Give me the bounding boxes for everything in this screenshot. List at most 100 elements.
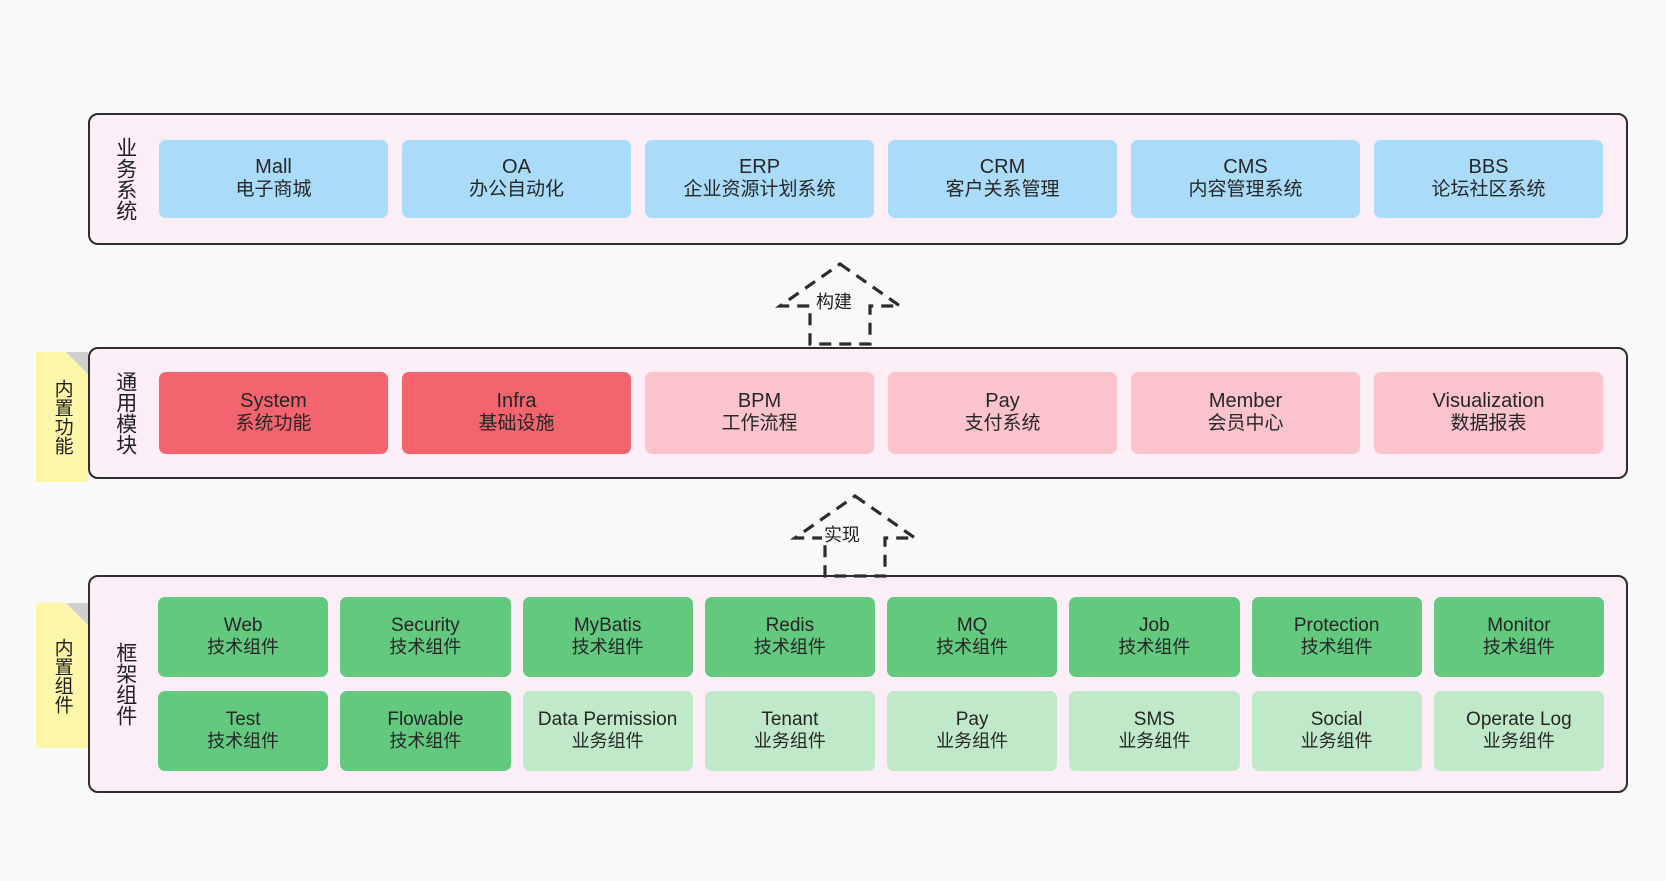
card-desc: 业务组件	[1482, 731, 1555, 752]
card-col: MQ 技术组件 Pay 业务组件	[881, 589, 1063, 779]
card-data-permission[interactable]: Data Permission 业务组件	[522, 691, 693, 771]
dashed-hollow-arrow-icon	[774, 262, 906, 346]
card-mall[interactable]: Mall 电子商城	[159, 140, 388, 218]
card-title: Protection	[1293, 615, 1380, 636]
layer-title-framework: 框架组件	[113, 642, 137, 726]
card-col: CRM 客户关系管理	[881, 115, 1124, 243]
card-col: BBS 论坛社区系统	[1367, 115, 1610, 243]
layer-framework-components: 框架组件 Web 技术组件 Test 技术组件 Security 技术组件 F	[88, 575, 1628, 793]
card-col: Job 技术组件 SMS 业务组件	[1063, 589, 1245, 779]
card-title: Infra	[496, 389, 537, 412]
card-monitor[interactable]: Monitor 技术组件	[1433, 597, 1604, 677]
card-redis[interactable]: Redis 技术组件	[704, 597, 875, 677]
card-visualization[interactable]: Visualization 数据报表	[1374, 372, 1603, 454]
connector-implement: 实现	[755, 490, 955, 582]
card-title: Member	[1208, 389, 1283, 412]
card-erp[interactable]: ERP 企业资源计划系统	[645, 140, 874, 218]
card-operate-log[interactable]: Operate Log 业务组件	[1433, 691, 1604, 771]
card-desc: 技术组件	[753, 637, 826, 658]
card-oa[interactable]: OA 办公自动化	[402, 140, 631, 218]
card-mq[interactable]: MQ 技术组件	[887, 597, 1058, 677]
note-text: 内置功能	[51, 379, 73, 455]
card-protection[interactable]: Protection 技术组件	[1251, 597, 1422, 677]
dashed-hollow-arrow-icon	[789, 494, 921, 578]
card-crm[interactable]: CRM 客户关系管理	[888, 140, 1117, 218]
card-desc: 工作流程	[721, 413, 798, 435]
card-desc: 技术组件	[207, 731, 280, 752]
card-sms[interactable]: SMS 业务组件	[1069, 691, 1240, 771]
card-title: BPM	[737, 389, 782, 412]
card-job[interactable]: Job 技术组件	[1069, 597, 1240, 677]
card-flowable[interactable]: Flowable 技术组件	[340, 691, 511, 771]
card-desc: 办公自动化	[468, 179, 564, 201]
card-test[interactable]: Test 技术组件	[158, 691, 329, 771]
connector-label-build: 构建	[814, 292, 854, 312]
card-title: MyBatis	[573, 615, 642, 636]
connector-label-implement: 实现	[822, 525, 862, 545]
card-desc: 技术组件	[571, 637, 644, 658]
card-title: CMS	[1223, 155, 1268, 178]
card-col: Web 技术组件 Test 技术组件	[152, 589, 334, 779]
card-col: OA 办公自动化	[395, 115, 638, 243]
card-cms[interactable]: CMS 内容管理系统	[1131, 140, 1360, 218]
card-col: Pay 支付系统	[881, 349, 1124, 477]
card-desc: 技术组件	[1482, 637, 1555, 658]
card-bpm[interactable]: BPM 工作流程	[645, 372, 874, 454]
card-col: Monitor 技术组件 Operate Log 业务组件	[1428, 589, 1610, 779]
connector-build: 构建	[740, 258, 940, 350]
card-title: Data Permission	[537, 709, 678, 730]
sticky-note-builtin-components: 内置组件	[36, 603, 88, 748]
card-col: CMS 内容管理系统	[1124, 115, 1367, 243]
sticky-note-builtin-features: 内置功能	[36, 352, 88, 482]
card-title: Pay	[955, 709, 989, 730]
card-desc: 业务组件	[753, 731, 826, 752]
layer-title-business: 业务系统	[113, 137, 137, 221]
card-title: BBS	[1468, 155, 1509, 178]
card-bbs[interactable]: BBS 论坛社区系统	[1374, 140, 1603, 218]
card-desc: 技术组件	[389, 731, 462, 752]
card-title: Monitor	[1487, 615, 1551, 636]
card-col: MyBatis 技术组件 Data Permission 业务组件	[517, 589, 699, 779]
card-desc: 论坛社区系统	[1431, 179, 1546, 201]
card-desc: 支付系统	[964, 413, 1041, 435]
card-desc: 数据报表	[1450, 413, 1527, 435]
layer-general-modules: 通用模块 System 系统功能 Infra 基础设施 BPM 工作流程	[88, 347, 1628, 479]
card-title: OA	[502, 155, 531, 178]
card-security[interactable]: Security 技术组件	[340, 597, 511, 677]
card-web[interactable]: Web 技术组件	[158, 597, 329, 677]
card-tenant[interactable]: Tenant 业务组件	[704, 691, 875, 771]
card-title: MQ	[956, 615, 988, 636]
card-col: System 系统功能	[152, 349, 395, 477]
card-infra[interactable]: Infra 基础设施	[402, 372, 631, 454]
card-pay-module[interactable]: Pay 支付系统	[888, 372, 1117, 454]
card-system[interactable]: System 系统功能	[159, 372, 388, 454]
business-cards: Mall 电子商城 OA 办公自动化 ERP 企业资源计划系统 CRM	[148, 115, 1626, 243]
card-social[interactable]: Social 业务组件	[1251, 691, 1422, 771]
card-title: CRM	[979, 155, 1026, 178]
card-desc: 企业资源计划系统	[683, 179, 836, 201]
card-title: Job	[1139, 615, 1170, 636]
card-col: Member 会员中心	[1124, 349, 1367, 477]
card-title: Test	[225, 709, 261, 730]
card-title: Redis	[765, 615, 815, 636]
card-col: Mall 电子商城	[152, 115, 395, 243]
card-desc: 技术组件	[1300, 637, 1373, 658]
card-desc: 技术组件	[1118, 637, 1191, 658]
card-desc: 电子商城	[235, 179, 312, 201]
card-pay-component[interactable]: Pay 业务组件	[887, 691, 1058, 771]
module-cards: System 系统功能 Infra 基础设施 BPM 工作流程 Pay	[148, 349, 1626, 477]
card-desc: 客户关系管理	[945, 179, 1060, 201]
card-title: Tenant	[761, 709, 819, 730]
card-title: Visualization	[1432, 389, 1545, 412]
layer-business-systems: 业务系统 Mall 电子商城 OA 办公自动化 ERP 企业资源计划系统	[88, 113, 1628, 245]
card-desc: 技术组件	[207, 637, 280, 658]
card-title: Mall	[255, 155, 292, 178]
card-desc: 会员中心	[1207, 413, 1284, 435]
card-mybatis[interactable]: MyBatis 技术组件	[522, 597, 693, 677]
framework-cards: Web 技术组件 Test 技术组件 Security 技术组件 Flowabl…	[148, 577, 1626, 791]
card-title: SMS	[1133, 709, 1175, 730]
card-member[interactable]: Member 会员中心	[1131, 372, 1360, 454]
card-col: Infra 基础设施	[395, 349, 638, 477]
card-col: ERP 企业资源计划系统	[638, 115, 881, 243]
